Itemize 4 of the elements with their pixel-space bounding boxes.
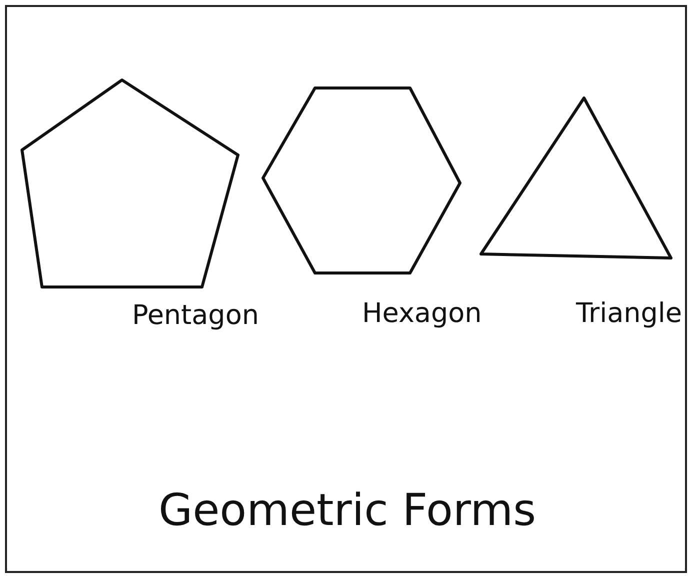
shape-label: Hexagon bbox=[362, 298, 482, 329]
shape-label: Triangle bbox=[576, 298, 682, 329]
title: Geometric Forms bbox=[158, 485, 536, 536]
shape-label: Pentagon bbox=[132, 300, 259, 331]
